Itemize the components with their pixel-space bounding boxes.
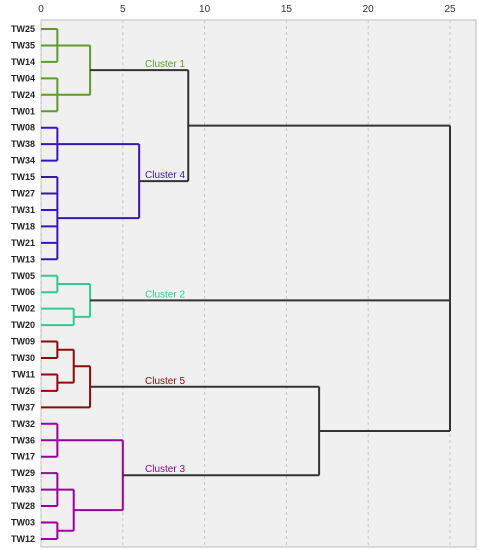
x-tick-label: 15: [281, 4, 293, 15]
dendrogram-links: [41, 28, 451, 540]
x-tick-label: 25: [444, 4, 456, 15]
leaf-label: TW12: [11, 534, 35, 544]
leaf-label: TW34: [11, 156, 35, 166]
leaf-label: TW06: [11, 287, 35, 297]
x-tick-label: 10: [199, 4, 211, 15]
cluster-label: Cluster 5: [145, 376, 185, 387]
leaf-label: TW15: [11, 172, 35, 182]
leaf-label: TW25: [11, 24, 35, 34]
leaf-label: TW29: [11, 468, 35, 478]
leaf-label: TW31: [11, 205, 35, 215]
x-tick-label: 0: [38, 4, 44, 15]
leaf-label: TW13: [11, 254, 35, 264]
cluster-label: Cluster 3: [145, 464, 185, 475]
cluster-label: Cluster 1: [145, 59, 185, 70]
leaf-label: TW24: [11, 90, 35, 100]
x-tick-label: 20: [363, 4, 375, 15]
leaf-label: TW33: [11, 485, 35, 495]
leaf-label: TW17: [11, 452, 35, 462]
leaf-label: TW38: [11, 139, 35, 149]
leaf-label: TW14: [11, 57, 35, 67]
leaf-labels: TW25TW35TW14TW04TW24TW01TW08TW38TW34TW15…: [11, 24, 35, 544]
leaf-label: TW18: [11, 221, 35, 231]
leaf-label: TW30: [11, 353, 35, 363]
plot-area: [40, 19, 477, 548]
leaf-label: TW20: [11, 320, 35, 330]
leaf-label: TW35: [11, 40, 35, 50]
leaf-label: TW09: [11, 337, 35, 347]
leaf-label: TW05: [11, 271, 35, 281]
leaf-label: TW04: [11, 73, 35, 83]
leaf-label: TW02: [11, 304, 35, 314]
x-tick-label: 5: [120, 4, 126, 15]
leaf-label: TW28: [11, 501, 35, 511]
leaf-label: TW32: [11, 419, 35, 429]
leaf-label: TW27: [11, 189, 35, 199]
cluster-label: Cluster 4: [145, 170, 185, 181]
leaf-label: TW01: [11, 106, 35, 116]
leaf-label: TW11: [11, 369, 35, 379]
leaf-label: TW37: [11, 402, 35, 412]
cluster-labels: Cluster 1 Cluster 4 Cluster 2 Cluster 5 Clus…: [145, 59, 185, 475]
cluster-label: Cluster 2: [145, 289, 185, 300]
leaf-label: TW21: [11, 238, 35, 248]
leaf-label: TW03: [11, 518, 35, 528]
leaf-label: TW08: [11, 123, 35, 133]
leaf-label: TW26: [11, 386, 35, 396]
leaf-label: TW36: [11, 435, 35, 445]
